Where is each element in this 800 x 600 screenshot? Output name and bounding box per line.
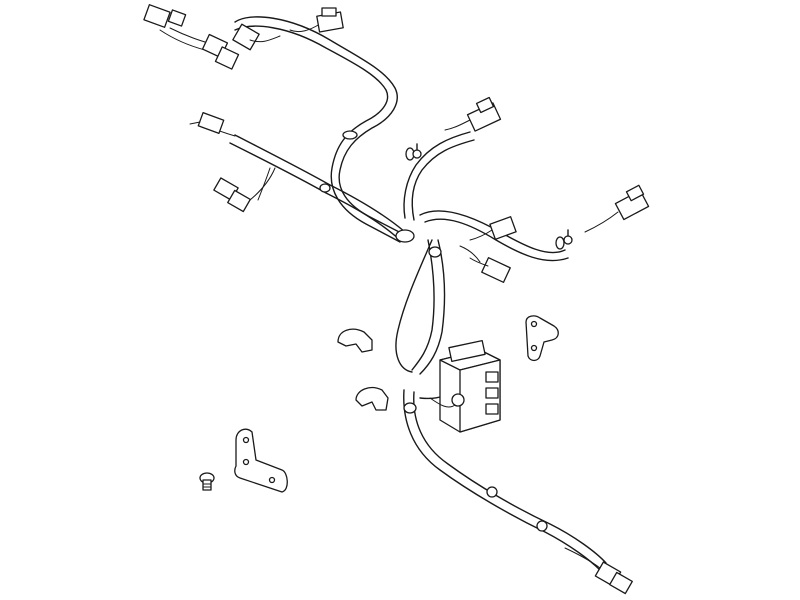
clip-upper	[337, 328, 373, 353]
connector-left-upper	[189, 112, 236, 137]
bolt	[199, 472, 215, 491]
connector-upper-left-1	[143, 4, 216, 46]
connector-top-center	[289, 7, 344, 33]
connector-right-upper	[444, 96, 502, 132]
harness-clips	[319, 130, 565, 532]
control-module	[439, 339, 501, 433]
connector-upper-left-3	[232, 23, 281, 51]
lead-wires	[257, 167, 481, 408]
connector-upper-left-2	[159, 29, 240, 70]
bracket-large	[234, 428, 288, 493]
connector-center-right	[469, 216, 517, 283]
connector-left-lower	[213, 167, 276, 213]
clip-lower	[355, 386, 389, 411]
connector-right-far	[584, 184, 650, 233]
bracket-small	[525, 315, 559, 362]
ring-terminals	[412, 143, 573, 245]
connector-bottom	[564, 547, 633, 595]
